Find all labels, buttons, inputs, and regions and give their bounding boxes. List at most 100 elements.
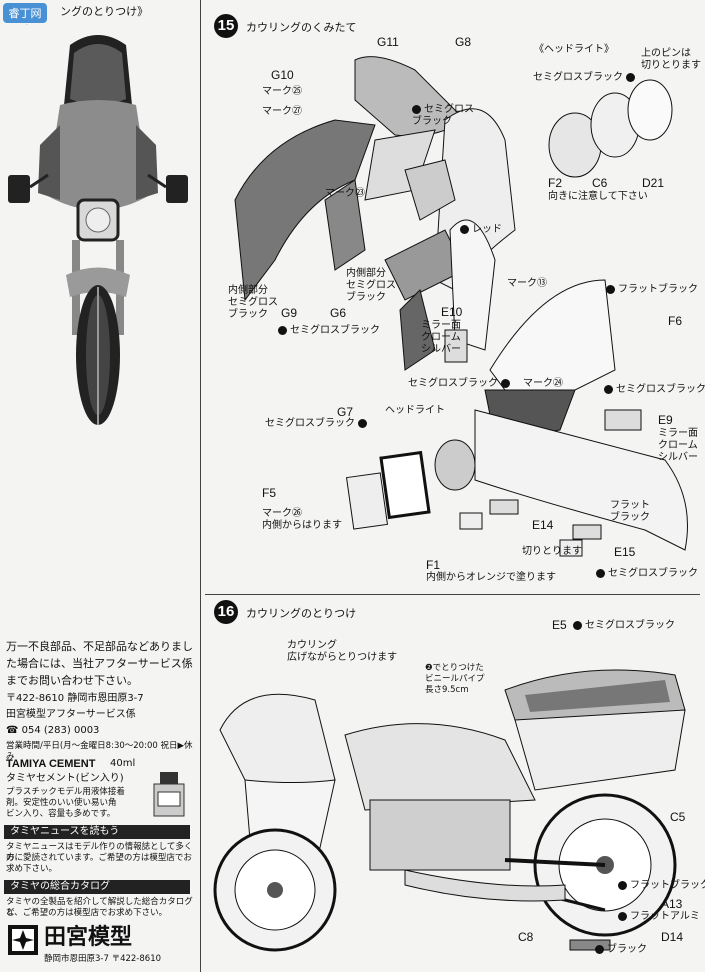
label-g9: G9: [281, 306, 298, 320]
label-red: レッド: [460, 224, 502, 236]
label-headlight: ヘッドライト: [385, 405, 445, 416]
phone: ☎ 054 (283) 0003: [6, 725, 100, 736]
address: 〒422-8610 静岡市恩田原3-7: [6, 693, 144, 704]
cement-name: タミヤセメント(ビン入り): [6, 773, 124, 784]
label-black: ブラック: [595, 944, 647, 956]
label-f5: F5: [262, 486, 277, 500]
notice-line-2: た場合には、当社アフターサービス係: [6, 657, 193, 670]
label-flat-black-1: フラットブラック: [606, 284, 698, 296]
news-band: タミヤニュースを読もう: [4, 825, 190, 839]
label-semigloss-line-1: セミグロスブラック: [278, 325, 380, 337]
label-cut-off: 切りとります: [522, 546, 582, 557]
label-g10: G10: [271, 68, 294, 82]
paint-dot: [501, 378, 511, 388]
step-15-title: カウリングのくみたて: [246, 21, 357, 34]
step-16-number: 16: [214, 600, 238, 624]
notice-line-3: までお問い合わせ下さい。: [6, 674, 138, 687]
news-desc-1: タミヤニュースはモデル作りの情報誌として多くの: [6, 842, 193, 863]
label-c6: C6: [592, 176, 608, 190]
paint-dot: [595, 944, 604, 954]
paint-dot: [618, 880, 627, 890]
paint-dot: [604, 384, 613, 394]
label-d14: D14: [661, 930, 684, 944]
label-cowling: カウリング 広げながらとりつけます: [287, 640, 398, 663]
label-e10: E10: [441, 305, 463, 319]
label-inner-left: 内側部分 セミグロス ブラック: [228, 285, 278, 320]
label-f6: F6: [668, 314, 683, 328]
cement-size: 40ml: [110, 758, 136, 769]
label-flat-alumi: フラットアルミ: [618, 911, 700, 923]
label-mark13: マーク⑬: [507, 278, 547, 289]
label-c5: C5: [670, 810, 686, 824]
motorcycle-front-photo: [0, 25, 195, 430]
paint-dot: [626, 72, 636, 82]
cement-desc-3: ビン入り、容量も多めです。: [6, 809, 116, 819]
cement-brand: TAMIYA CEMENT: [6, 758, 96, 770]
catalog-desc-2: ど、ご希望の方は模型店でお求め下さい。: [6, 908, 168, 918]
svg-text:睿丁网: 睿丁网: [9, 6, 42, 20]
paint-dot: [412, 104, 421, 114]
cement-desc-2: 剤。安定性のいい使い易い角: [6, 798, 117, 808]
company-addr: 静岡市恩田原3-7 〒422-8610: [44, 954, 162, 964]
label-inner-attach: 内側からはります: [262, 520, 342, 531]
label-a13: A13: [661, 897, 683, 911]
label-e15: E15: [614, 545, 636, 559]
dept: 田宮模型アフターサービス係: [6, 709, 136, 720]
watermark-logo: 睿丁网: [2, 2, 48, 32]
label-mark24: マーク㉔: [523, 378, 563, 389]
step-divider: [205, 594, 700, 595]
catalog-desc-1: タミヤの全製品を紹介して解説した総合カタログな: [6, 897, 193, 918]
label-e9: E9: [658, 413, 673, 427]
watermark-icon: 睿丁网: [3, 3, 47, 23]
label-g7: G7: [337, 405, 354, 419]
catalog-band: タミヤの総合カタログ: [4, 880, 190, 894]
news-desc-3: 求め下さい。: [6, 864, 58, 874]
step-16-title: カウリングのとりつけ: [246, 607, 357, 620]
label-pipe: ❷でとりつけた ビニールパイプ 長さ9.5cm: [425, 663, 485, 695]
label-mark23: マーク㉓: [325, 188, 365, 199]
cement-desc-1: プラスチックモデル用液体接着: [6, 787, 125, 797]
company-name: 田宮模型: [44, 925, 133, 950]
label-mirror-chrome-2: ミラー面 クローム シルバー: [658, 428, 698, 463]
paint-dot: [596, 568, 605, 578]
label-d21: D21: [642, 176, 665, 190]
label-g8: G8: [455, 35, 472, 49]
label-semigloss-1: セミグロス ブラック: [412, 104, 474, 127]
label-inner-mid: 内側部分 セミグロス ブラック: [346, 268, 396, 303]
header-fragment: ングのとりつけ》: [60, 5, 149, 18]
label-mark25: マーク㉕: [262, 86, 302, 97]
label-orange-note: 内側からオレンジで塗ります: [426, 572, 556, 583]
label-e5: E5: [552, 618, 567, 632]
label-semigloss-4: セミグロスブラック: [265, 418, 370, 430]
label-f1: F1: [426, 558, 441, 572]
label-mark26: マーク㉖: [262, 508, 302, 519]
tamiya-star-icon: [8, 925, 38, 955]
label-f2: F2: [548, 176, 563, 190]
paint-dot: [460, 224, 469, 234]
label-c8: C8: [518, 930, 534, 944]
label-semigloss-3: セミグロスブラック: [604, 384, 705, 396]
label-mark27: マーク㉗: [262, 106, 302, 117]
label-g11: G11: [377, 35, 399, 49]
column-divider: [200, 0, 201, 972]
notice-line-1: 万一不良部品、不足部品などありまし: [6, 640, 193, 653]
paint-dot: [573, 620, 582, 630]
news-desc-2: 方に愛読されています。ご希望の方は模型店でお: [6, 853, 192, 863]
label-headlight-section: 《ヘッドライト》: [534, 44, 614, 55]
label-top-pin: 上のピンは 切りとります: [641, 48, 701, 71]
step-15-diagram: [234, 56, 688, 557]
label-semigloss-2: セミグロスブラック: [533, 72, 638, 84]
label-e14: E14: [532, 518, 554, 532]
label-semigloss-5: セミグロスブラック: [596, 568, 698, 580]
paint-dot: [606, 284, 615, 294]
label-semigloss-16: セミグロスブラック: [573, 620, 675, 632]
side-column: 睿丁网 ruan.shou.com ングのとりつけ》 万一不良部品、不足部品など…: [0, 0, 200, 972]
step-15-number: 15: [214, 14, 238, 38]
paint-dot: [358, 418, 368, 428]
paint-dot: [618, 911, 627, 921]
step-16-diagram: [213, 669, 686, 952]
hours: 営業時間/平日(月～金曜日8:30～20:00 祝日▶休み: [6, 741, 193, 762]
label-direction-note: 向きに注意して下さい: [548, 191, 648, 202]
cement-bottle-icon: [153, 772, 185, 817]
label-mirror-chrome-1: ミラー面 クローム シルバー: [421, 320, 461, 355]
